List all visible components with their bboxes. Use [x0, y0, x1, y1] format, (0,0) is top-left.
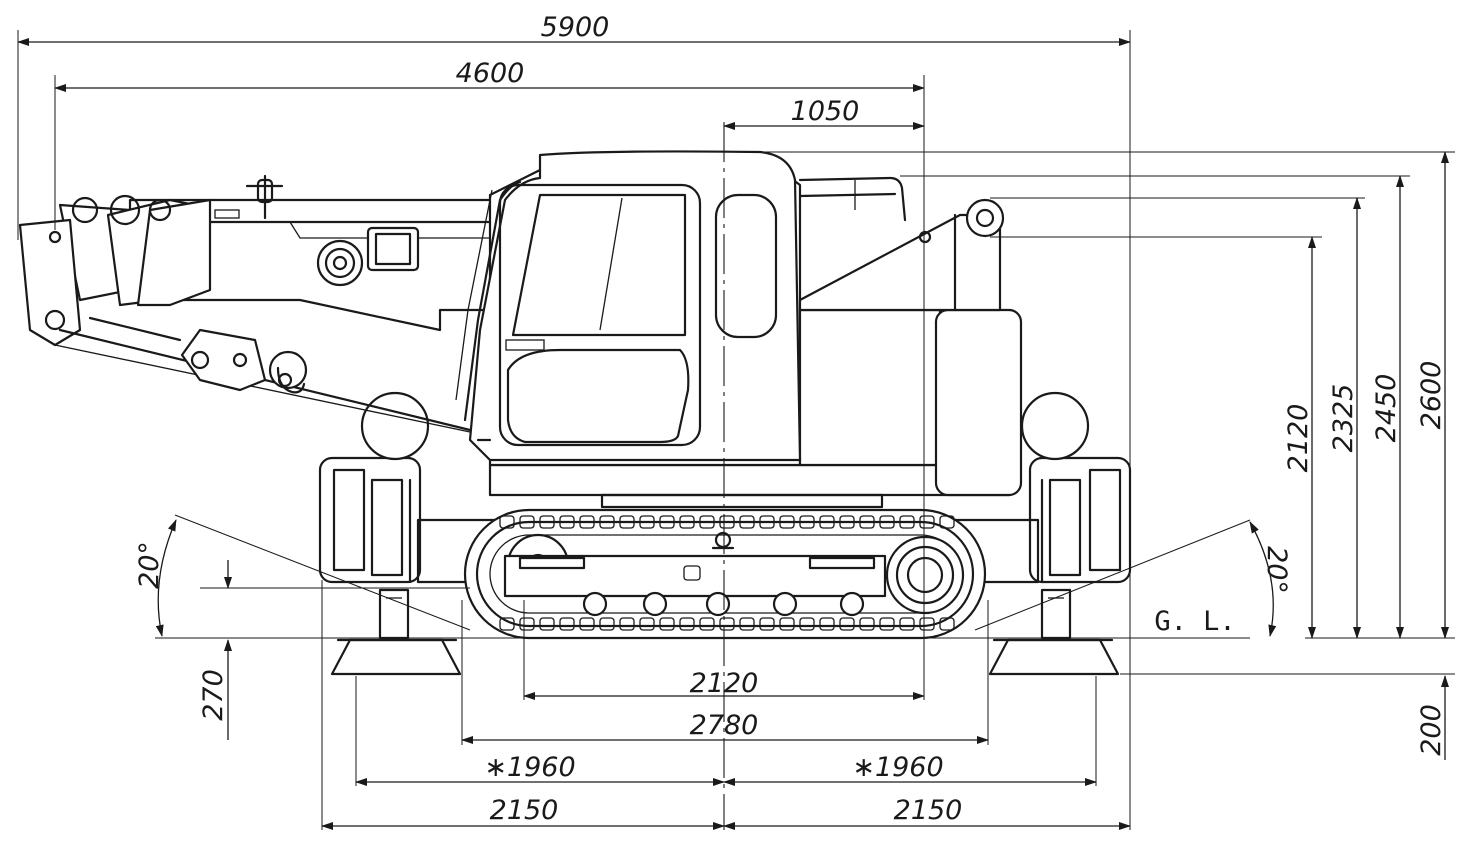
track-link: [739, 515, 755, 529]
track-link: [899, 617, 915, 631]
track-link: [639, 515, 655, 529]
track-link: [699, 515, 715, 529]
track-link: [899, 515, 915, 529]
dim-crawler-length: 2780: [690, 710, 759, 741]
extension-lines: [17, 30, 1455, 830]
left-outrigger-lamp: [360, 391, 430, 461]
boom-head: [18, 218, 82, 347]
boom-winch-drum: [316, 239, 364, 287]
crawler-track: [463, 508, 987, 640]
track-link: [679, 617, 695, 631]
right-outrigger: [988, 391, 1132, 676]
track-roller: [839, 591, 865, 617]
track-link: [759, 515, 775, 529]
track-link: [779, 617, 795, 631]
track-roller: [705, 591, 731, 617]
track-link: [919, 515, 935, 529]
track-link: [519, 515, 535, 529]
dim-height-2600: 2600: [1416, 361, 1447, 430]
dim-tumbler-distance: 2120: [690, 668, 759, 699]
track-roller: [772, 591, 798, 617]
dim-ground-clearance: 270: [198, 669, 229, 721]
dim-height-2120: 2120: [1283, 404, 1314, 473]
boom-support: [798, 213, 1002, 312]
track-link: [779, 515, 795, 529]
hook-block: [54, 316, 472, 433]
track-roller: [582, 591, 608, 617]
track-link: [799, 515, 815, 529]
dim-outrigger-span-left: ∗1960: [484, 752, 575, 783]
track-link: [639, 617, 655, 631]
dimension-labels: 5900 4600 1050 2600 2450 2325 2120 200 2…: [134, 12, 1447, 826]
track-link: [619, 515, 635, 529]
operator-cab: [455, 150, 802, 462]
dim-outrigger-max-right: 2150: [894, 795, 963, 826]
track-link: [559, 515, 575, 529]
track-link: [879, 515, 895, 529]
track-link: [939, 515, 955, 529]
track-link: [659, 617, 675, 631]
track-link: [699, 617, 715, 631]
track-link: [599, 515, 615, 529]
track-link: [859, 617, 875, 631]
track-link: [559, 617, 575, 631]
dim-angle-right: 20°: [1261, 546, 1292, 594]
right-outrigger-lamp: [1020, 391, 1090, 461]
track-link: [919, 617, 935, 631]
track-link: [859, 515, 875, 529]
track-link: [819, 515, 835, 529]
track-link: [939, 617, 955, 631]
left-outrigger: [318, 391, 462, 676]
cab-door-window: [506, 348, 690, 444]
track-link: [579, 617, 595, 631]
cab-side-window: [714, 193, 778, 339]
track-link: [599, 617, 615, 631]
track-frame: [503, 554, 887, 598]
track-link: [519, 617, 535, 631]
track-link: [879, 617, 895, 631]
track-link: [659, 515, 675, 529]
track-link: [719, 617, 735, 631]
dim-outrigger-max-left: 2150: [490, 795, 559, 826]
track-link: [799, 617, 815, 631]
dimension-lines: [17, 38, 1449, 830]
track-link: [679, 515, 695, 529]
track-roller: [642, 591, 668, 617]
track-link: [839, 617, 855, 631]
track-link: [579, 515, 595, 529]
track-link: [759, 617, 775, 631]
track-link: [739, 617, 755, 631]
dim-cab-offset: 1050: [791, 96, 860, 127]
counterweight: [934, 308, 1023, 497]
track-link: [499, 515, 515, 529]
engine-cover: [798, 308, 942, 467]
telescopic-boom: [18, 174, 512, 347]
dim-outrigger-span-right: ∗1960: [852, 752, 943, 783]
track-link: [499, 617, 515, 631]
left-outrigger-pad: [330, 638, 462, 676]
track-link: [719, 515, 735, 529]
right-outrigger-pad: [988, 638, 1120, 676]
cab-front-window: [511, 193, 687, 337]
track-link: [539, 515, 555, 529]
dim-height-2450: 2450: [1371, 374, 1402, 443]
ground-line-label: G. L.: [1154, 606, 1235, 637]
track-link: [819, 617, 835, 631]
track-link: [539, 617, 555, 631]
dim-boom-length: 4600: [456, 58, 525, 89]
dim-outrigger-depth: 200: [1416, 704, 1447, 756]
track-link: [839, 515, 855, 529]
drive-sprocket: [885, 535, 965, 615]
dim-overall-length: 5900: [541, 12, 610, 43]
crane-machine: [18, 150, 1132, 676]
track-link: [619, 617, 635, 631]
dim-angle-left: 20°: [134, 541, 165, 589]
dim-height-2325: 2325: [1328, 384, 1359, 453]
construction-lines: [155, 122, 1455, 830]
